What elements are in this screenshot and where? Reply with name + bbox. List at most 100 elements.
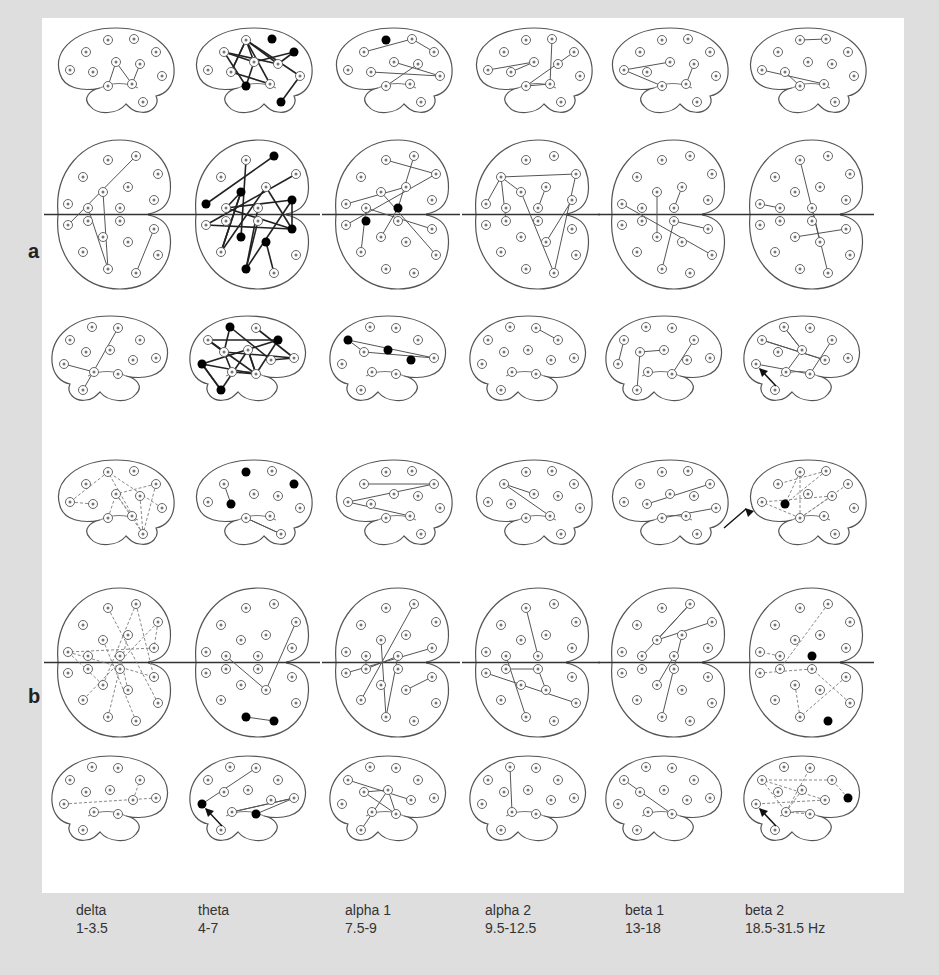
- electrode-dot: [371, 811, 374, 814]
- hemisphere-outline: [476, 663, 589, 737]
- electrode: [816, 183, 825, 192]
- electrode: [394, 652, 403, 661]
- electrode: [522, 468, 531, 477]
- electrode-dot: [255, 767, 258, 770]
- electrode: [550, 152, 559, 161]
- electrode-dot: [142, 101, 145, 104]
- electrode-dot: [685, 83, 688, 86]
- coherence-line: [246, 518, 281, 534]
- electrode: [106, 346, 115, 355]
- coherence-line: [256, 340, 278, 374]
- electrode: [846, 699, 855, 708]
- electrode-dot: [656, 684, 659, 687]
- electrode: [104, 468, 113, 477]
- electrode: [690, 492, 699, 501]
- electrode-dot: [811, 220, 814, 223]
- electrode: [262, 631, 271, 640]
- coherence-line: [371, 72, 440, 76]
- electrode: [106, 786, 115, 795]
- electrode: [706, 48, 715, 57]
- electrode-dot: [417, 495, 420, 498]
- electrode: [842, 673, 851, 682]
- band-label: delta: [76, 902, 106, 919]
- electrode: [357, 696, 366, 705]
- electrode: [548, 467, 557, 476]
- electrode: [771, 621, 780, 630]
- electrode: [154, 618, 163, 627]
- electrode: [806, 370, 815, 379]
- coherence-line: [526, 608, 538, 656]
- electrode-dot: [849, 173, 852, 176]
- electrode: [684, 467, 693, 476]
- electrode: [84, 665, 93, 674]
- electrode: [204, 776, 213, 785]
- electrode-dot: [345, 672, 348, 675]
- electrode-dot: [779, 207, 782, 210]
- coherence-line: [780, 604, 828, 669]
- electrode: [417, 530, 426, 539]
- coherence-line: [785, 472, 800, 504]
- electrode: [828, 492, 837, 501]
- electrode: [242, 604, 251, 613]
- electrode-dot: [636, 251, 639, 254]
- brain-map: [337, 460, 453, 545]
- electrode-active: [394, 204, 403, 213]
- electrode: [84, 652, 93, 661]
- electrode: [152, 794, 161, 803]
- electrode: [267, 796, 276, 805]
- electrode-active: [227, 500, 236, 509]
- electrode: [831, 98, 840, 107]
- electrode-dot: [661, 268, 664, 271]
- electrode-dot: [834, 101, 837, 104]
- midline: [44, 662, 182, 663]
- electrode: [382, 604, 391, 613]
- electrode: [542, 238, 551, 247]
- coherence-line: [68, 652, 103, 685]
- electrode: [820, 512, 829, 521]
- electrode: [708, 251, 717, 260]
- electrode: [104, 265, 113, 274]
- electrode: [228, 808, 237, 817]
- electrode-dot: [503, 791, 506, 794]
- electrode-dot: [551, 470, 554, 473]
- electrode-dot: [623, 501, 626, 504]
- electrode-dot: [571, 647, 574, 650]
- electrode: [816, 686, 825, 695]
- electrode-dot: [433, 51, 436, 54]
- electrode: [816, 631, 825, 640]
- electrode: [124, 686, 133, 695]
- electrode: [690, 776, 699, 785]
- electrode-dot: [799, 159, 802, 162]
- electrode-dot: [641, 207, 644, 210]
- brain-outline: [606, 316, 722, 401]
- band-label: alpha 1: [345, 902, 391, 919]
- coherence-line: [224, 52, 246, 86]
- electrode: [497, 621, 506, 630]
- brain-map: [751, 28, 867, 113]
- electrode: [402, 686, 411, 695]
- electrode: [84, 217, 93, 226]
- electrode: [262, 686, 271, 695]
- coherence-line: [202, 364, 221, 390]
- coherence-line: [206, 225, 292, 229]
- electrode: [357, 173, 366, 182]
- coherence-line: [226, 656, 266, 690]
- electrode-dot: [799, 85, 802, 88]
- electrode: [158, 504, 167, 513]
- electrode-dot: [205, 651, 208, 654]
- electrode: [507, 500, 516, 509]
- electrode: [430, 480, 439, 489]
- electrode-dot: [621, 651, 624, 654]
- electrode-dot: [621, 203, 624, 206]
- electrode: [484, 498, 493, 507]
- brain-map: [470, 316, 586, 401]
- electrode-dot: [127, 689, 130, 692]
- electrode: [497, 826, 506, 835]
- electrode: [660, 786, 669, 795]
- electrode-dot: [799, 39, 802, 42]
- electrode-dot: [686, 799, 689, 802]
- electrode: [497, 173, 506, 182]
- electrode-dot: [661, 607, 664, 610]
- electrode-dot: [155, 797, 158, 800]
- brain-outline: [744, 756, 860, 841]
